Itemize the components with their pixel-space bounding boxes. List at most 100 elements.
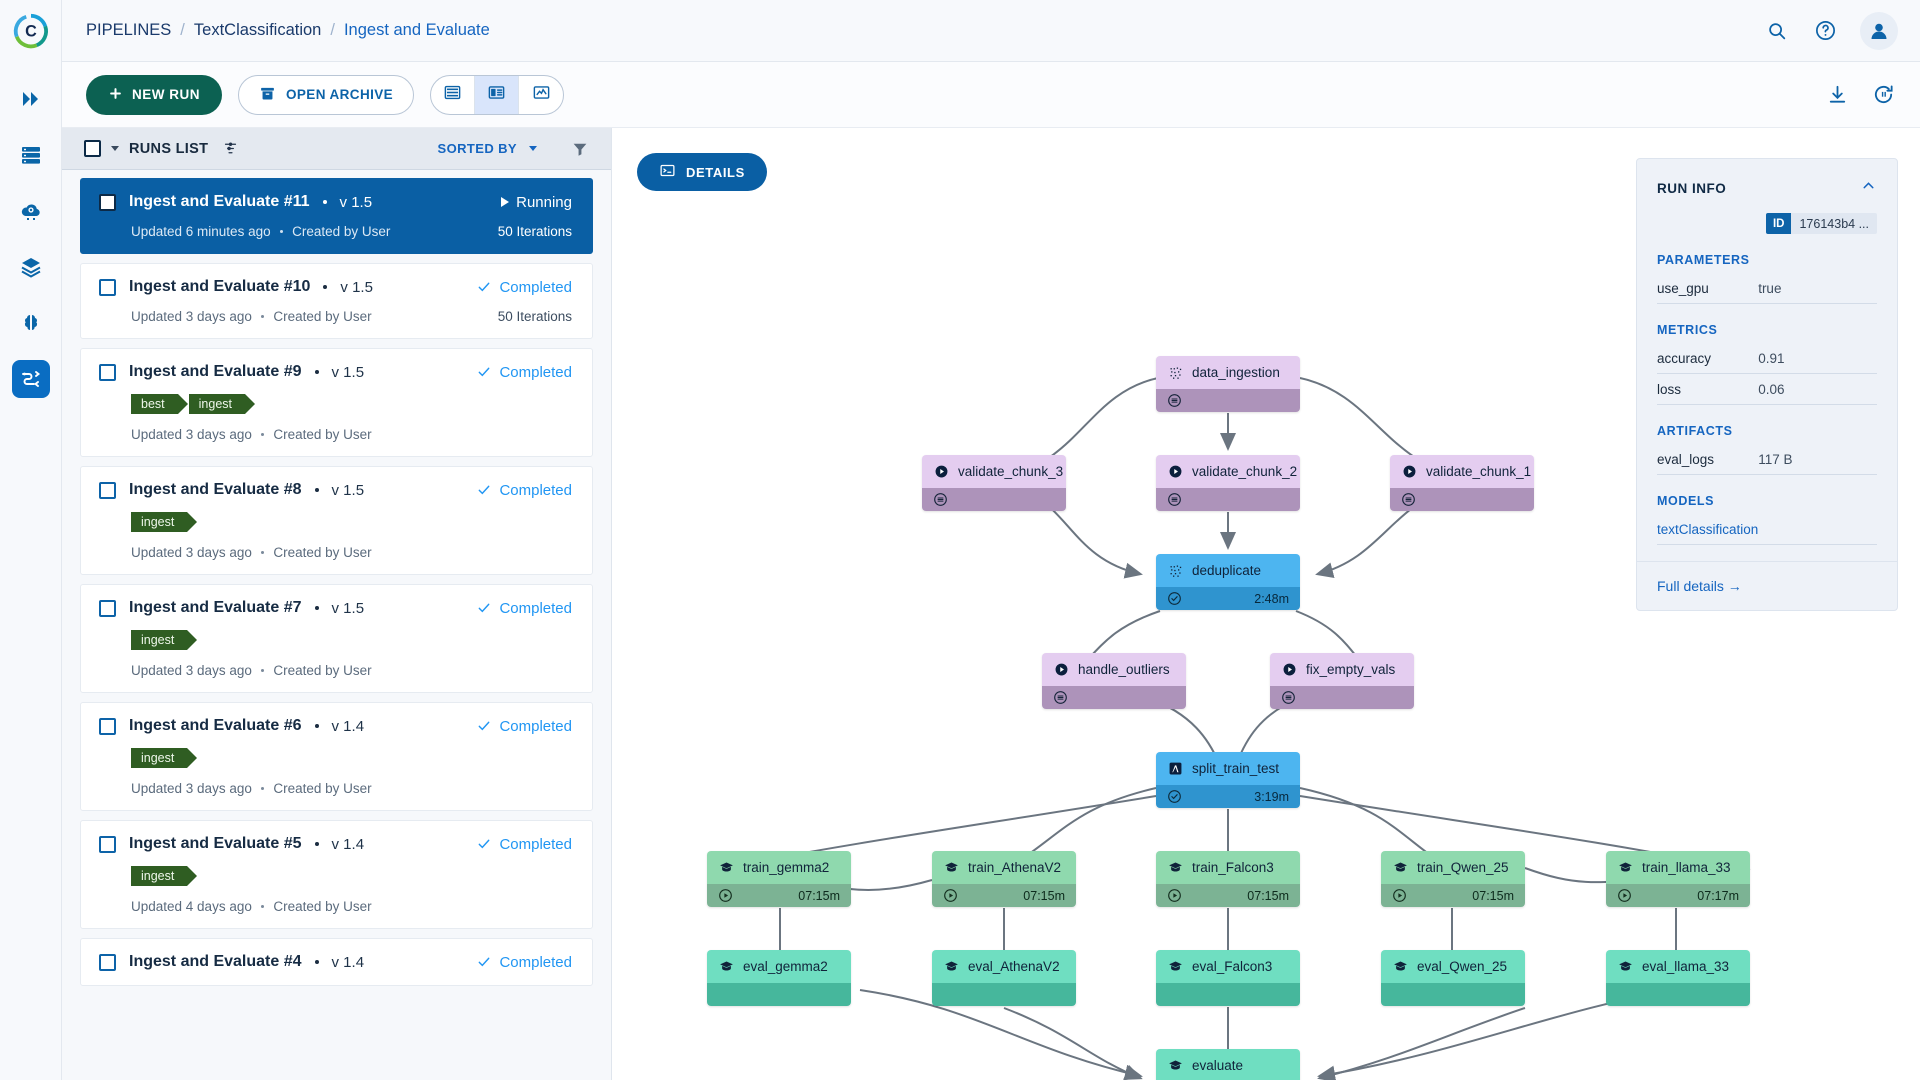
scatter-dots-icon — [1168, 563, 1183, 578]
sidebar-item-pipelines-expand[interactable] — [12, 80, 50, 118]
pipeline-node[interactable]: fix_empty_vals — [1270, 653, 1414, 709]
breadcrumb-pipelines[interactable]: PIPELINES — [86, 21, 172, 39]
separator-dot — [279, 229, 284, 234]
select-all-checkbox[interactable] — [84, 140, 101, 157]
pipeline-node[interactable]: train_Qwen_25 07:15m — [1381, 851, 1525, 907]
graduation-cap-icon — [1618, 860, 1633, 875]
run-updated: Updated 3 days ago — [131, 663, 252, 678]
breadcrumb-textclassification[interactable]: TextClassification — [193, 21, 322, 39]
node-label: train_Qwen_25 — [1417, 860, 1509, 875]
run-tag[interactable]: best — [131, 394, 188, 414]
search-icon[interactable] — [1764, 18, 1790, 44]
run-checkbox[interactable] — [99, 953, 116, 971]
pipeline-node[interactable]: eval_AthenaV2 — [932, 950, 1076, 1006]
runs-list-scroll[interactable]: Ingest and Evaluate #11 v 1.5 Running Up… — [62, 170, 611, 1080]
separator-dot — [260, 550, 265, 555]
pipeline-node[interactable]: handle_outliers — [1042, 653, 1186, 709]
run-list-item[interactable]: Ingest and Evaluate #5 v 1.4 Completed i… — [80, 820, 593, 929]
pipeline-node[interactable]: evaluate — [1156, 1049, 1300, 1080]
pipeline-node[interactable]: train_gemma2 07:15m — [707, 851, 851, 907]
chevron-up-icon[interactable] — [1860, 177, 1877, 199]
avatar[interactable] — [1860, 11, 1898, 50]
node-label: validate_chunk_1 — [1426, 464, 1532, 479]
pipeline-canvas[interactable]: DETAILS — [612, 128, 1920, 1080]
run-checkbox[interactable] — [99, 599, 116, 617]
pipeline-node[interactable]: data_ingestion — [1156, 356, 1300, 412]
run-checkbox[interactable] — [99, 835, 116, 853]
view-mode-chart[interactable] — [519, 76, 563, 114]
run-list-item[interactable]: Ingest and Evaluate #9 v 1.5 Completed b… — [80, 348, 593, 457]
clearml-logo[interactable]: C — [0, 0, 62, 62]
pipeline-node[interactable]: eval_Qwen_25 — [1381, 950, 1525, 1006]
run-list-item[interactable]: Ingest and Evaluate #10 v 1.5 Completed … — [80, 263, 593, 339]
pipeline-node[interactable]: train_AthenaV2 07:15m — [932, 851, 1076, 907]
run-checkbox[interactable] — [99, 278, 116, 296]
run-updated: Updated 3 days ago — [131, 427, 252, 442]
node-duration: 07:15m — [1247, 888, 1289, 903]
open-archive-button[interactable]: OPEN ARCHIVE — [238, 74, 415, 115]
node-label: train_llama_33 — [1642, 860, 1731, 875]
node-header: train_AthenaV2 — [932, 851, 1076, 884]
sorted-by-label[interactable]: SORTED BY — [437, 141, 517, 156]
run-checkbox[interactable] — [99, 717, 116, 735]
pipeline-node[interactable]: train_Falcon3 07:15m — [1156, 851, 1300, 907]
sidebar-item-cloud[interactable] — [12, 192, 50, 230]
sidebar-item-pipelines[interactable] — [11, 360, 50, 398]
breadcrumb: PIPELINES / TextClassification / Ingest … — [86, 21, 490, 40]
node-header: train_llama_33 — [1606, 851, 1750, 884]
sidebar-item-models[interactable] — [12, 304, 50, 342]
node-footer — [1156, 389, 1300, 412]
details-button[interactable]: DETAILS — [637, 153, 767, 191]
node-header: evaluate — [1156, 1049, 1300, 1080]
run-id-chip[interactable]: ID 176143b4 ... — [1765, 213, 1877, 234]
run-created-by: Created by User — [273, 781, 372, 796]
pipeline-node[interactable]: train_llama_33 07:17m — [1606, 851, 1750, 907]
new-run-button[interactable]: NEW RUN — [86, 74, 222, 115]
run-list-item[interactable]: Ingest and Evaluate #7 v 1.5 Completed i… — [80, 584, 593, 693]
chevron-down-icon[interactable] — [111, 146, 119, 151]
sidebar-item-datasets[interactable] — [12, 136, 50, 174]
run-tag[interactable]: ingest — [188, 394, 256, 414]
run-id-value: 176143b4 ... — [1791, 213, 1877, 234]
node-footer — [1042, 686, 1186, 709]
run-tag[interactable]: ingest — [131, 630, 198, 650]
pipeline-node[interactable]: split_train_test 3:19m — [1156, 752, 1300, 808]
pipeline-node[interactable]: validate_chunk_1 — [1390, 455, 1534, 511]
run-checkbox[interactable] — [99, 481, 116, 499]
pipeline-node[interactable]: eval_gemma2 — [707, 950, 851, 1006]
node-footer — [1270, 686, 1414, 709]
model-row[interactable]: textClassification — [1657, 514, 1877, 545]
run-tag[interactable]: ingest — [131, 748, 198, 768]
breadcrumb-current[interactable]: Ingest and Evaluate — [343, 21, 490, 39]
pipeline-node[interactable]: deduplicate 2:48m — [1156, 554, 1300, 610]
sidebar-item-layers[interactable] — [12, 248, 50, 286]
run-checkbox[interactable] — [99, 363, 116, 381]
pipeline-route-icon — [19, 367, 43, 391]
view-mode-table[interactable] — [431, 75, 476, 114]
full-details-link[interactable]: Full details → — [1657, 578, 1742, 594]
run-list-item[interactable]: Ingest and Evaluate #6 v 1.4 Completed i… — [80, 702, 593, 811]
sliders-icon[interactable] — [222, 140, 239, 157]
run-tag[interactable]: ingest — [131, 512, 198, 532]
sorted-by-chevron-down-icon[interactable] — [529, 146, 537, 151]
download-icon[interactable] — [1822, 80, 1852, 110]
run-list-item[interactable]: Ingest and Evaluate #8 v 1.5 Completed i… — [80, 466, 593, 575]
view-mode-split[interactable] — [475, 75, 520, 114]
auto-refresh-icon[interactable] — [1868, 80, 1898, 110]
pipeline-node[interactable]: eval_Falcon3 — [1156, 950, 1300, 1006]
info-row: use_gpu true — [1657, 273, 1877, 304]
list-lines-icon — [933, 492, 948, 507]
funnel-filter-icon[interactable] — [571, 140, 589, 158]
pipeline-node[interactable]: validate_chunk_2 — [1156, 455, 1300, 511]
help-circle-icon[interactable] — [1812, 18, 1838, 44]
pipeline-node[interactable]: validate_chunk_3 — [922, 455, 1066, 511]
runs-list-panel: RUNS LIST SORTED BY — [62, 128, 612, 1080]
run-list-item[interactable]: Ingest and Evaluate #11 v 1.5 Running Up… — [80, 178, 593, 254]
run-tag[interactable]: ingest — [131, 866, 198, 886]
run-item-title-row: Ingest and Evaluate #8 v 1.5 Completed — [99, 481, 572, 499]
run-list-item[interactable]: Ingest and Evaluate #4 v 1.4 Completed — [80, 938, 593, 986]
pipeline-node[interactable]: eval_llama_33 — [1606, 950, 1750, 1006]
run-version: v 1.5 — [331, 481, 365, 499]
run-checkbox[interactable] — [99, 193, 116, 211]
run-item-meta-row: Updated 3 days ago Created by User — [99, 663, 572, 678]
